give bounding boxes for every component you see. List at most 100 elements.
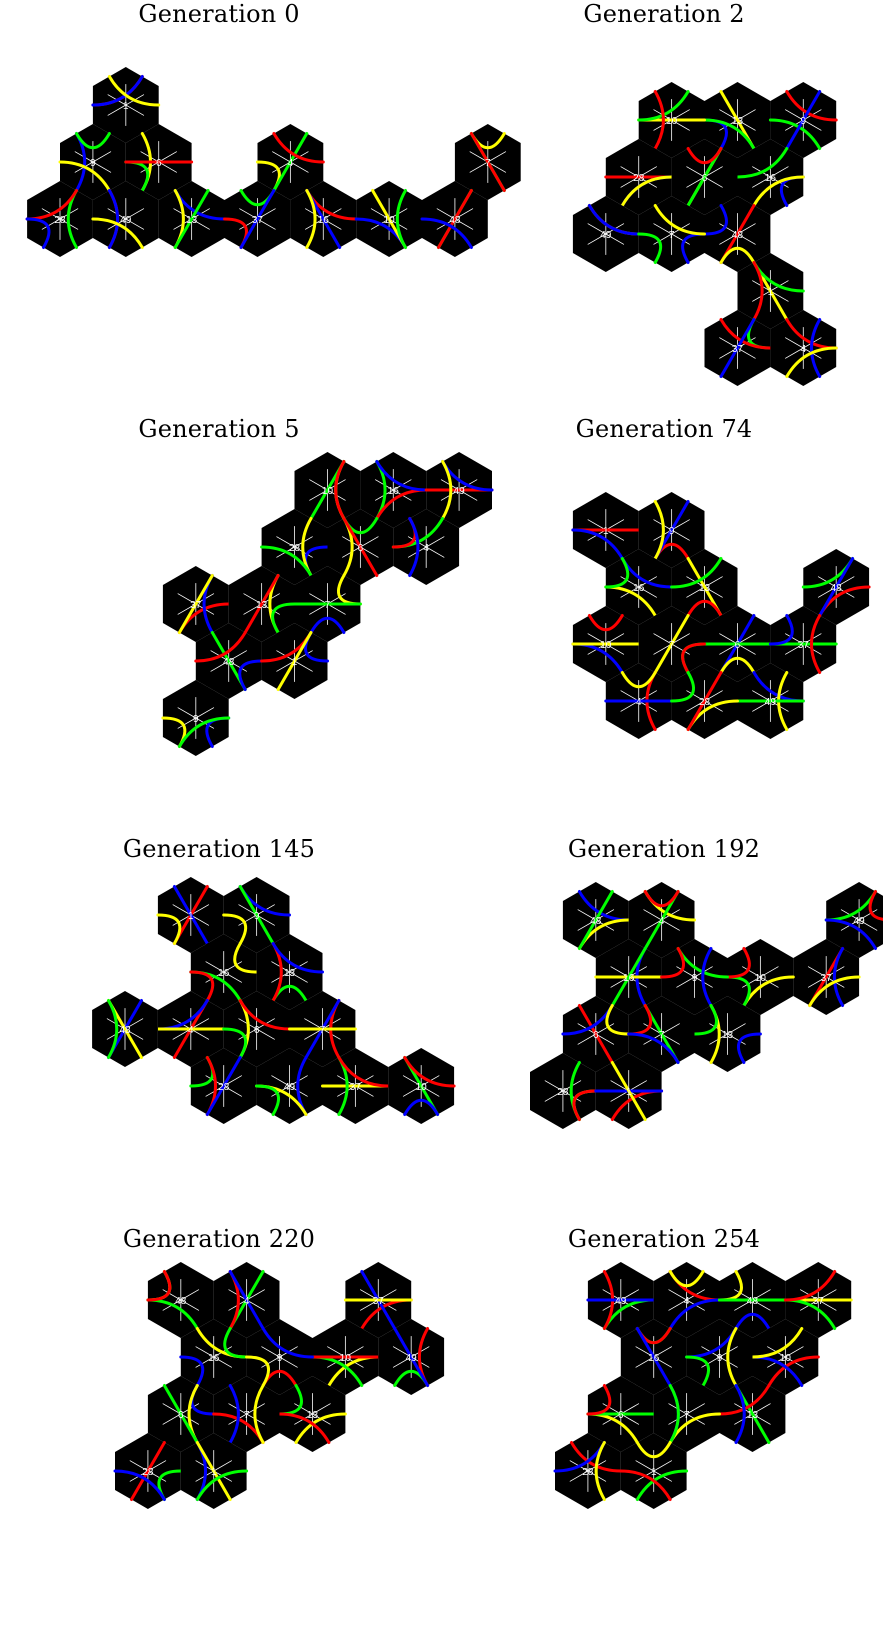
grid-line (129, 1460, 149, 1472)
tile-curve (162, 1384, 199, 1444)
hex-tile: 13 (278, 1376, 347, 1452)
grid-line (742, 976, 761, 988)
tile-curve (255, 1084, 280, 1116)
tile-curve (610, 1061, 647, 1121)
tile-curve (660, 947, 685, 979)
grid-line (213, 1356, 233, 1368)
grid-line (309, 489, 328, 501)
grid-line (257, 218, 276, 230)
hex-tile: 9 (768, 82, 838, 158)
hex-tile: 48 (420, 181, 488, 257)
hex-tile: 16 (179, 1319, 249, 1395)
grid-line (425, 536, 445, 548)
hex-tile: 37 (704, 310, 772, 386)
hex-tile: 6 (586, 1376, 656, 1452)
tile-number: 37 (190, 600, 202, 611)
hex-tile: 16 (604, 549, 674, 625)
tile-number: 28 (699, 697, 711, 708)
tile-number: 7 (669, 640, 675, 651)
tile-curve (620, 175, 674, 207)
tile-number: 10 (755, 973, 767, 984)
grid-line (784, 643, 804, 655)
tile-curve (238, 885, 275, 945)
tile-curve (751, 1327, 804, 1359)
tile-number: 37 (252, 215, 264, 226)
tile-number: 37 (798, 640, 810, 651)
tile-curve (172, 885, 209, 945)
tile-number: 37 (813, 1296, 825, 1307)
tile-curve (719, 318, 756, 378)
grid-line (605, 643, 625, 655)
grid-line (355, 1085, 374, 1097)
tile-number: 1 (603, 526, 609, 537)
tile-curve (146, 1270, 172, 1302)
tile-number: 48 (449, 215, 461, 226)
grid-line (635, 1460, 654, 1472)
grid-line (392, 1346, 412, 1358)
tile-curve (177, 716, 231, 748)
tile-number: 7 (325, 600, 331, 611)
grid-line (436, 208, 456, 220)
tile-curve (734, 1384, 746, 1444)
grid-line (158, 151, 178, 163)
grid-line (737, 119, 756, 131)
tile-curve (469, 132, 506, 192)
grid-line (737, 109, 756, 121)
grid-line (671, 529, 690, 541)
tile-number: 6 (618, 1410, 624, 1421)
grid-line (454, 208, 474, 220)
hex-tile: 6 (703, 606, 772, 682)
tile-curve (375, 460, 428, 492)
tile-curve (693, 1004, 718, 1036)
grid-line (752, 1403, 771, 1415)
grid-line (661, 1023, 680, 1035)
tile-curve (808, 975, 861, 1007)
grid-line (544, 1080, 564, 1092)
hex-tile: 10 (637, 82, 706, 158)
hex-tile: 7 (637, 196, 706, 272)
grid-line (620, 1413, 640, 1425)
tile-curve (670, 557, 723, 589)
tile-number: 48 (175, 1296, 187, 1307)
grid-line (177, 593, 197, 605)
grid-line (671, 233, 690, 245)
tile-curve (734, 1312, 771, 1330)
tile-number: 6 (702, 173, 708, 184)
hex-tile: 37 (162, 566, 231, 642)
grid-line (653, 223, 672, 235)
grid-line (671, 643, 690, 655)
tile-number: 6 (178, 1410, 184, 1421)
hex-tile: 10 (311, 1319, 380, 1395)
grid-line (605, 633, 625, 645)
tile-curve (107, 75, 161, 107)
hex-tile: 7 (212, 1376, 280, 1452)
tile-curve (670, 671, 695, 703)
grid-line (752, 1289, 771, 1301)
grid-line (643, 919, 662, 931)
tile-curve (403, 1056, 456, 1088)
grid-line (544, 1090, 564, 1102)
tile-curve (342, 517, 379, 577)
grid-line (668, 1299, 687, 1311)
hex-tile: 10 (726, 939, 795, 1015)
grid-line (359, 1299, 379, 1311)
grid-line (653, 1460, 673, 1472)
grid-line (487, 161, 507, 173)
tile-curve (653, 90, 665, 150)
grid-line (272, 161, 291, 173)
grid-line (261, 1356, 280, 1368)
tile-number: 13 (284, 968, 296, 979)
tile-number: 9 (669, 526, 675, 537)
tile-number: 1 (651, 1467, 657, 1478)
grid-line (294, 650, 313, 662)
grid-line (210, 660, 229, 672)
tile-number: 10 (384, 215, 396, 226)
grid-line (661, 919, 680, 931)
grid-line (370, 208, 390, 220)
grid-line (653, 643, 672, 655)
grid-line (569, 1470, 589, 1482)
tile-number: 1 (626, 1087, 632, 1098)
grid-line (704, 176, 723, 188)
